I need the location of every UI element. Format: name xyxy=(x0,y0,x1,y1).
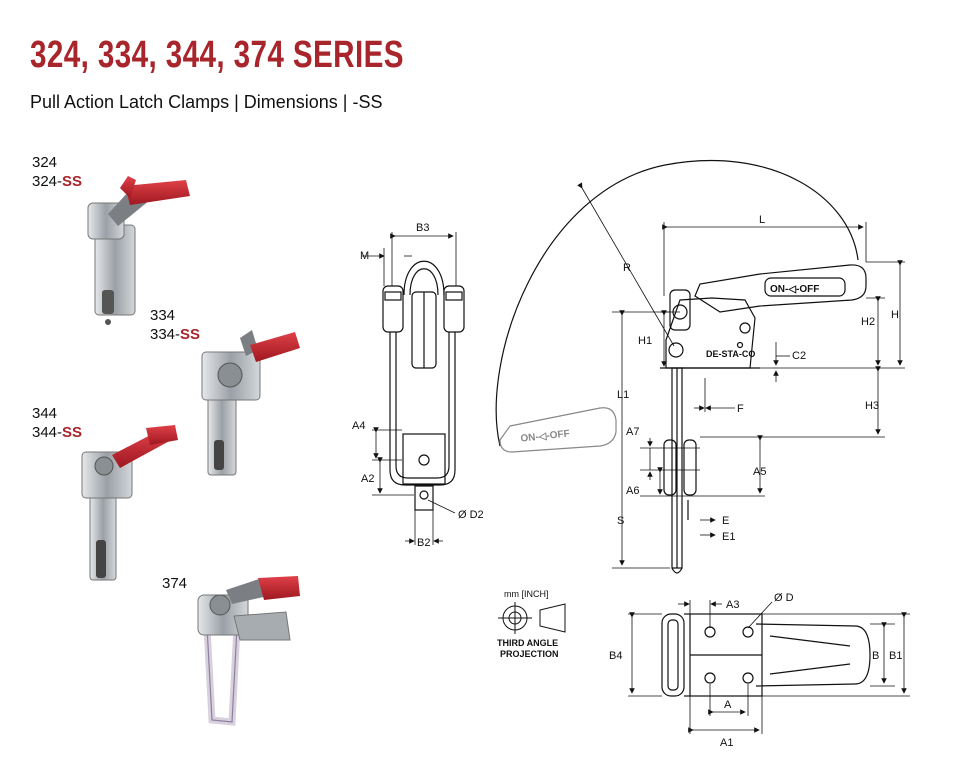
dim-e: E xyxy=(722,515,729,527)
plan-view-dimensions xyxy=(628,600,910,734)
dim-c2: C2 xyxy=(792,350,806,362)
handle-text: ON-◁-OFF xyxy=(770,284,819,295)
dim-r: R xyxy=(623,262,631,274)
dim-h: H xyxy=(891,309,899,321)
dim-h2: H2 xyxy=(861,316,875,328)
dim-m: M xyxy=(360,250,369,262)
dim-a3: A3 xyxy=(726,599,739,611)
front-view-dimensions xyxy=(362,232,457,545)
model-label-334: 334 334-SS xyxy=(150,307,201,343)
dim-d: Ø D xyxy=(774,592,794,604)
clamp-374-image xyxy=(197,576,300,726)
page-title: 324, 334, 344, 374 SERIES xyxy=(30,34,404,76)
dim-b: B xyxy=(872,650,879,662)
dim-a2: A2 xyxy=(361,473,374,485)
plan-view-labels: A3 Ø D B4 B B1 A A1 xyxy=(609,592,902,749)
plan-view-drawing xyxy=(661,613,871,697)
front-view-labels: B3 M A4 A2 Ø D2 B2 xyxy=(352,222,484,549)
dim-a5: A5 xyxy=(753,466,766,478)
clamp-324-image xyxy=(87,176,190,325)
dim-a6: A6 xyxy=(626,485,639,497)
dim-b3: B3 xyxy=(416,222,429,234)
dim-a1: A1 xyxy=(720,737,733,749)
dim-h3: H3 xyxy=(865,400,879,412)
ghost-handle-text: ON-◁-OFF xyxy=(520,429,570,445)
third-angle-projection-symbol: mm [INCH] THIRD ANGLE PROJECTION xyxy=(497,589,566,659)
side-view-dimensions xyxy=(577,182,905,569)
page-subtitle: Pull Action Latch Clamps | Dimensions | … xyxy=(30,92,383,112)
clamp-344-image xyxy=(81,425,178,581)
dim-a: A xyxy=(724,699,732,711)
model-label-324: 324 324-SS xyxy=(32,154,83,190)
dim-e1: E1 xyxy=(722,531,735,543)
dim-b1: B1 xyxy=(889,650,902,662)
model-label-374: 374 xyxy=(162,575,188,592)
model-label-344: 344 344-SS xyxy=(32,405,83,441)
dim-l1: L1 xyxy=(617,389,629,401)
dim-h1: H1 xyxy=(638,335,652,347)
projection-label-line1: THIRD ANGLE xyxy=(497,638,558,648)
units-label: mm [INCH] xyxy=(504,589,549,599)
dim-d2: Ø D2 xyxy=(458,509,484,521)
dim-f: F xyxy=(737,403,744,415)
brand-marking: DE-STA-CO xyxy=(706,349,755,359)
dim-a7: A7 xyxy=(626,426,639,438)
side-view-labels: L R H H2 H1 C2 L1 F H3 A7 A5 A6 S E E1 xyxy=(617,214,899,543)
side-view-drawing: ON-◁-OFF ON-◁-OFF xyxy=(495,160,867,574)
dim-b2: B2 xyxy=(417,537,430,549)
front-view-drawing xyxy=(382,260,465,511)
dim-b4: B4 xyxy=(609,650,622,662)
dim-l: L xyxy=(759,214,765,226)
dim-a4: A4 xyxy=(352,420,365,432)
dim-s: S xyxy=(617,515,624,527)
clamp-334-image xyxy=(201,330,300,476)
projection-label-line2: PROJECTION xyxy=(500,649,559,659)
